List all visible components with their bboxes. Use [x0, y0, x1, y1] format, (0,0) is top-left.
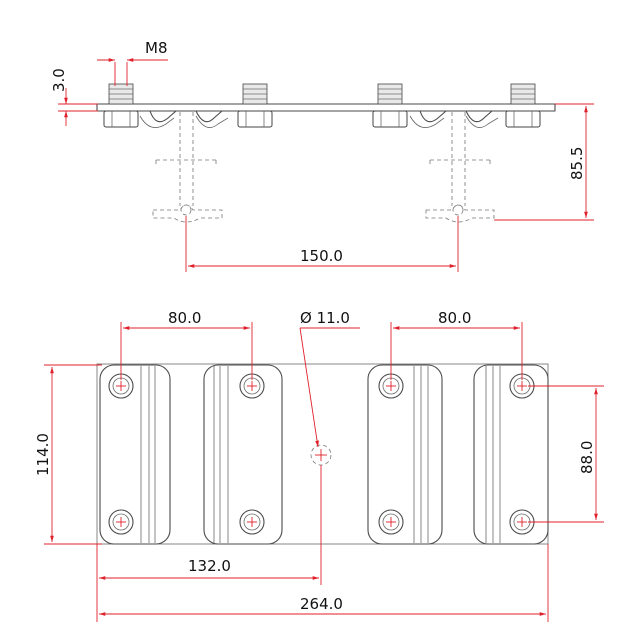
dim-total-height-label: 85.5	[568, 147, 586, 180]
center-hole	[310, 444, 332, 466]
dim-hole-diameter: Ø 11.0	[299, 309, 360, 448]
side-bolt-2	[237, 83, 273, 128]
side-rail-right	[425, 112, 495, 223]
side-bolt-1	[103, 83, 139, 128]
top-base-plate	[96, 363, 549, 545]
dim-rail-spacing: 150.0	[185, 216, 459, 272]
hole-2	[108, 509, 134, 535]
hole-4	[239, 509, 265, 535]
side-view: M8 3.0 85.5 150.0	[50, 39, 594, 272]
side-clamp-right	[409, 110, 506, 128]
dim-thread: M8	[97, 39, 168, 86]
dim-hole-diameter-label: Ø 11.0	[300, 309, 350, 327]
dim-center-distance-label: 132.0	[188, 557, 231, 575]
side-rail-left	[152, 112, 223, 223]
dim-plate-width-label: 114.0	[34, 433, 52, 476]
dim-plate-thickness: 3.0	[50, 68, 98, 126]
dim-total-length: 264.0	[96, 544, 549, 622]
dim-total-height: 85.5	[494, 103, 594, 221]
side-bolt-3	[372, 83, 408, 128]
dim-total-length-label: 264.0	[300, 595, 343, 613]
dim-thread-label: M8	[145, 39, 168, 57]
dim-rail-spacing-label: 150.0	[300, 247, 343, 265]
top-plate-right-a	[367, 364, 443, 545]
dim-hole-vertical-spacing-label: 88.0	[578, 441, 596, 474]
dim-plate-width: 114.0	[34, 364, 102, 545]
hole-6	[378, 509, 404, 535]
dim-hole-spacing-right-label: 80.0	[438, 309, 471, 327]
side-clamp-left	[139, 110, 236, 128]
dim-hole-vertical-spacing: 88.0	[528, 385, 604, 523]
top-view: 80.0 Ø 11.0 80.0 114.0	[34, 309, 604, 622]
dim-hole-spacing-left: 80.0	[120, 309, 253, 380]
dim-plate-thickness-label: 3.0	[50, 68, 68, 92]
dim-hole-spacing-right: 80.0	[390, 309, 523, 380]
side-bolt-4	[505, 83, 541, 128]
top-plate-left-a	[99, 364, 171, 545]
dim-center-distance: 132.0	[96, 465, 322, 585]
side-top-plate	[96, 103, 556, 112]
dim-hole-spacing-left-label: 80.0	[168, 309, 201, 327]
top-plate-left-b	[203, 364, 283, 545]
top-plate-right-b	[473, 364, 549, 545]
